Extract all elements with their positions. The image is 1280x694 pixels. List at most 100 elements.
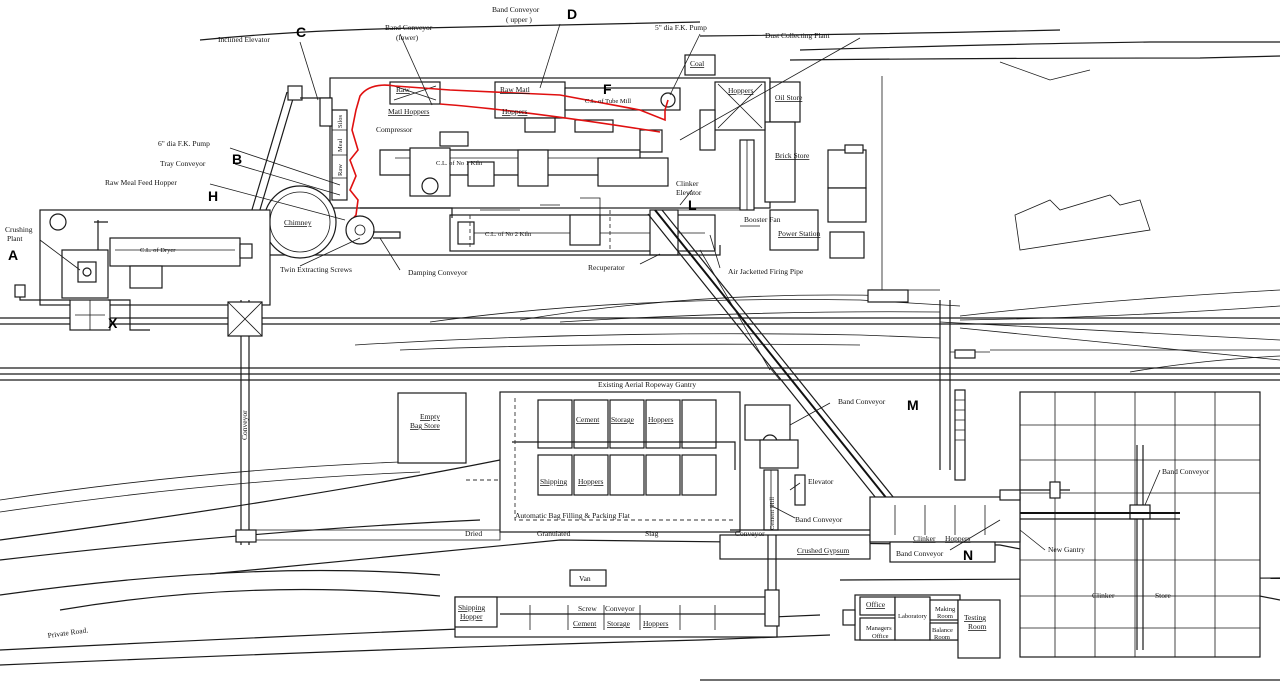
label-existing-aerial-ropeway-gantry: Existing Aerial Ropeway Gantry <box>598 380 696 389</box>
label-laboratory: Laboratory <box>898 613 928 620</box>
labels: Inclined Elevator Band Conveyor (lower) … <box>5 5 1210 641</box>
label-compressor: Compressor <box>376 125 413 134</box>
label-shipping-hopper-2: Hopper <box>460 612 483 621</box>
label-recuperator: Recuperator <box>588 263 625 272</box>
label-crushed-gypsum: Crushed Gypsum <box>797 546 849 555</box>
label-band-conveyor-upper-sub: ( upper ) <box>506 15 532 24</box>
label-automatic-bag-filling: Automatic Bag Filling & Packing Flat <box>515 511 631 520</box>
label-testing-room-1: Testing <box>964 613 986 622</box>
label-granulated: Granulated <box>537 529 571 538</box>
letter-b: B <box>232 151 242 167</box>
label-storage: Storage <box>611 415 635 424</box>
letter-c: C <box>296 24 306 40</box>
aerial-ropeway-gantry <box>647 209 907 519</box>
label-band-conveyor-n: Band Conveyor <box>896 549 944 558</box>
label-raw-silo: Raw <box>337 164 344 176</box>
label-clinker-hoppers-1: Clinker <box>913 534 936 543</box>
label-empty-bag-store-2: Bag Store <box>410 421 440 430</box>
label-testing-room-2: Room <box>968 622 987 631</box>
label-coal: Coal <box>690 59 704 68</box>
label-cl-no2-kiln: C.L. of No 2 Kiln <box>485 231 532 238</box>
right-top-buildings <box>769 144 867 259</box>
letter-d: D <box>567 6 577 22</box>
label-clinker-store-1: Clinker <box>1092 591 1115 600</box>
label-balance-room-1: Balance <box>932 627 953 634</box>
label-shipping: Shipping <box>540 477 567 486</box>
gantry-columns <box>867 289 976 481</box>
cement-storage-building <box>499 391 871 560</box>
letter-h: H <box>208 188 218 204</box>
label-elevator: Elevator <box>808 477 834 486</box>
letter-m: M <box>907 397 919 413</box>
label-clinker-store-2: Store <box>1155 591 1172 600</box>
dryer-and-chimney <box>14 85 401 331</box>
label-screw-conveyor-2: Conveyor <box>605 604 635 613</box>
vertical-conveyor <box>227 300 263 545</box>
label-inclined-elevator: Inclined Elevator <box>218 35 270 44</box>
label-band-conveyor-upper: Band Conveyor <box>492 5 540 14</box>
label-clinker-elevator-1: Clinker <box>676 179 699 188</box>
label-band-conveyor-mid: Band Conveyor <box>795 515 843 524</box>
label-new-gantry: New Gantry <box>1048 545 1085 554</box>
label-dust-collecting-plant: Dust Collecting Plant <box>765 31 830 40</box>
label-chimney: Chimney <box>284 218 312 227</box>
label-meal: Meal <box>337 138 344 152</box>
label-making-room-2: Room <box>937 613 953 620</box>
label-damping-conveyor: Damping Conveyor <box>408 268 468 277</box>
label-cl-tube-mill: C.L. of Tube Mill <box>585 98 631 105</box>
label-fk-pump-6: 6" dia F.K. Pump <box>158 139 210 148</box>
label-empty-bag-store-1: Empty <box>420 412 440 421</box>
label-cement-mill: Cement Mill <box>769 497 776 530</box>
label-raw: Raw <box>396 85 410 94</box>
label-making-room-1: Making <box>935 606 956 613</box>
label-van: Van <box>579 574 591 583</box>
label-brick-store: Brick Store <box>775 151 810 160</box>
label-oil-store: Oil Store <box>775 93 803 102</box>
label-raw-matl: Raw Matl <box>500 85 530 94</box>
label-silos: Silos <box>337 115 344 128</box>
label-band-conveyor-m: Band Conveyor <box>838 397 886 406</box>
label-cement: Cement <box>576 415 600 424</box>
reference-letters: A B C D F H L M N X <box>8 6 973 563</box>
office-block <box>842 594 1001 659</box>
label-clinker-elevator-2: Elevator <box>676 188 702 197</box>
letter-f: F <box>603 81 612 97</box>
label-slag: Slag <box>645 529 659 538</box>
label-crushing-plant-1: Crushing <box>5 225 33 234</box>
label-tray-conveyor: Tray Conveyor <box>160 159 206 168</box>
label-hoppers-mid: Hoppers <box>648 415 673 424</box>
letter-l: L <box>688 197 697 213</box>
label-booster-fan: Booster Fan <box>744 215 781 224</box>
kiln-building <box>260 54 801 256</box>
bottom-cement-hoppers <box>454 535 780 638</box>
label-cl-dryer: C.L. of Dryer <box>140 247 176 254</box>
label-balance-room-2: Room <box>934 634 950 641</box>
label-fk-pump-5: 5" dia F.K. Pump <box>655 23 707 32</box>
label-power-station: Power Station <box>778 229 821 238</box>
label-twin-extracting-screws: Twin Extracting Screws <box>280 265 352 274</box>
label-cement-bottom: Cement <box>573 619 597 628</box>
label-shipping-hopper-1: Shipping <box>458 603 485 612</box>
label-air-jacketted-firing-pipe: Air Jacketted Firing Pipe <box>728 267 804 276</box>
label-conveyor-vertical: Conveyor <box>240 410 249 440</box>
label-managers-office-2: Office <box>872 633 889 640</box>
label-private-road: Private Road. <box>47 625 89 640</box>
label-office: Office <box>866 600 886 609</box>
letter-n: N <box>963 547 973 563</box>
clinker-hoppers-building <box>869 481 1070 563</box>
label-raw-meal-feed-hopper: Raw Meal Feed Hopper <box>105 178 177 187</box>
label-hoppers-top: Hoppers <box>728 86 753 95</box>
label-band-conveyor-right: Band Conveyor <box>1162 467 1210 476</box>
label-dried: Dried <box>465 529 482 538</box>
raw-meal-flow-path <box>349 84 669 223</box>
letter-a: A <box>8 247 18 263</box>
letter-x: X <box>108 315 118 331</box>
label-crushing-plant-2: Plant <box>7 234 23 243</box>
label-managers-office-1: Managers <box>866 625 892 632</box>
label-storage-bottom: Storage <box>607 619 631 628</box>
label-hoppers-ship: Hoppers <box>578 477 603 486</box>
leader-lines <box>39 23 1161 551</box>
label-hoppers-bottom: Hoppers <box>643 619 668 628</box>
